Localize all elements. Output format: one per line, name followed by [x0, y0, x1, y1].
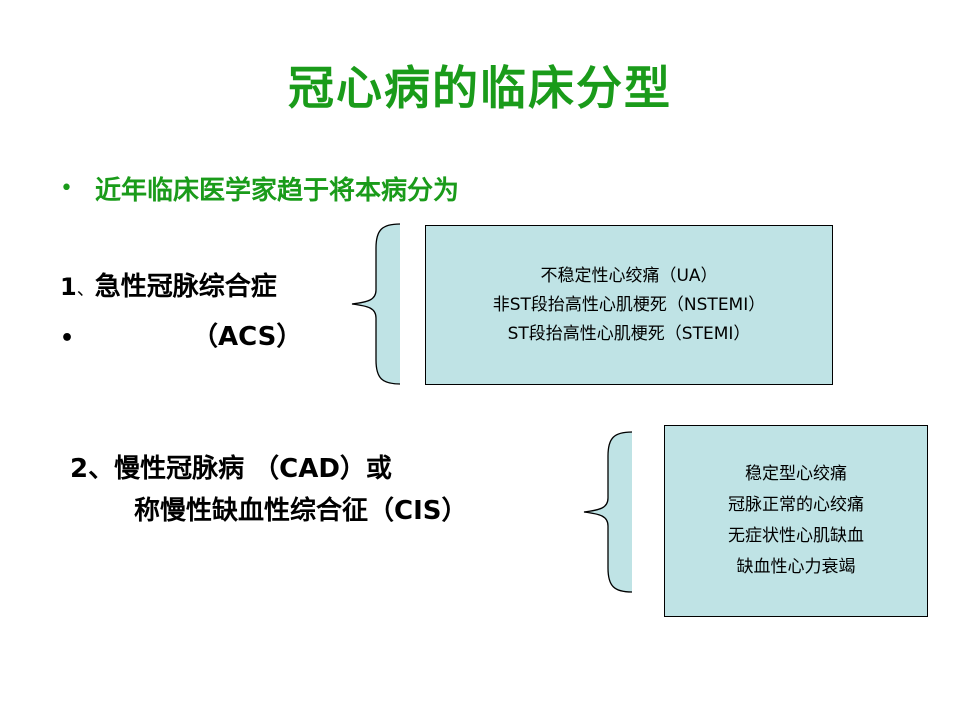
acs-abbr-line: • （ACS）	[60, 316, 302, 353]
cad-subtype-ischemic-heart-failure: 缺血性心力衰竭	[736, 557, 856, 577]
acs-brace-icon	[351, 223, 401, 385]
acs-subtypes-box: 不稳定性心绞痛（UA） 非ST段抬高性心肌梗死（NSTEMI） ST段抬高性心肌…	[425, 225, 833, 385]
acs-heading: 1、急性冠脉综合症	[60, 266, 277, 303]
cad-subtypes-box: 稳定型心绞痛 冠脉正常的心绞痛 无症状性心肌缺血 缺血性心力衰竭	[664, 425, 928, 617]
bullet-icon: •	[60, 326, 75, 351]
bullet-icon: •	[60, 176, 73, 201]
acs-subtype-nstemi: 非ST段抬高性心肌梗死（NSTEMI）	[492, 294, 766, 315]
intro-line: • 近年临床医学家趋于将本病分为	[60, 170, 459, 207]
acs-name: 急性冠脉综合症	[94, 272, 277, 302]
cad-brace-icon	[583, 431, 633, 593]
acs-number: 1	[60, 273, 77, 301]
cad-subheading: 称慢性缺血性综合征（CIS）	[134, 496, 468, 526]
acs-subtype-ua: 不稳定性心绞痛（UA）	[540, 265, 718, 286]
acs-separator: 、	[76, 279, 95, 300]
cad-subtype-normal-coronary-angina: 冠脉正常的心绞痛	[728, 495, 864, 515]
acs-abbr: （ACS）	[192, 322, 303, 352]
acs-subtype-stemi: ST段抬高性心肌梗死（STEMI）	[507, 323, 751, 344]
cad-subtype-stable-angina: 稳定型心绞痛	[745, 464, 847, 484]
slide-title: 冠心病的临床分型	[288, 61, 672, 115]
intro-text: 近年临床医学家趋于将本病分为	[94, 176, 459, 206]
cad-subtype-silent-ischemia: 无症状性心肌缺血	[728, 526, 864, 546]
cad-heading: 2、慢性冠脉病 （CAD）或	[70, 454, 392, 484]
